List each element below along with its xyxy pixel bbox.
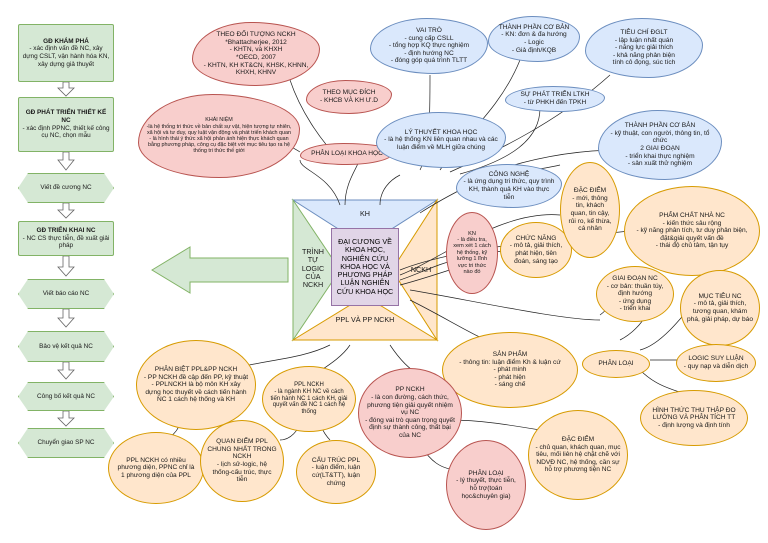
- node-san-pham: SẢN PHẨM - thông tin: luận điểm Kh & luậ…: [442, 332, 578, 408]
- node-text: CHỨC NĂNG - mô tả, giải thích, phát hiện…: [509, 234, 563, 265]
- node-phan-loai-nckh: PHÂN LOẠI: [582, 350, 650, 378]
- flow-step-body: - NC CS thực tiễn, đề xuất giải pháp: [22, 234, 110, 250]
- node-text: THÀNH PHẦN CƠ BẢN - KN: đơn & đa hướng -…: [498, 23, 570, 54]
- flow-step-title: Viết báo cáo NC: [42, 290, 90, 298]
- node-su-phat-trien: SỰ PHÁT TRIỂN LTKH - từ PHKH đến TPKH: [505, 86, 605, 112]
- node-vai-tro: VAI TRÒ - cung cấp CSLL - tổng hợp KQ th…: [370, 18, 488, 74]
- node-text: PPL NCKH - là ngành KH NC về cách tiến h…: [270, 381, 348, 416]
- node-text: VAI TRÒ - cung cấp CSLL - tổng hợp KQ th…: [388, 27, 470, 65]
- node-text: PPL NCKH có nhiều phương diện, PPNC chỉ …: [117, 456, 195, 479]
- node-text: THEO MỤC ĐÍCH - KHCB VÀ KH Ư.D: [319, 89, 379, 104]
- node-text: GIAI ĐOẠN NC - cơ bản: thuần túy, định h…: [606, 275, 664, 313]
- node-pham-chat: PHẨM CHẤT NHÀ NC - kiến thức sâu rộng - …: [624, 186, 760, 276]
- node-cau-truc: CẤU TRÚC PPL - luận điểm, luận cứ(LT&TT)…: [296, 440, 376, 504]
- node-text: THEO ĐỐI TƯỢNG NCKH *Bhattacherjee, 2012…: [203, 31, 309, 77]
- flow-step-bao-ve: Bảo vệ kết quả NC: [18, 331, 114, 362]
- flow-step-kham-pha: GĐ KHÁM PHÁ - xác định vấn đề NC, xây dự…: [18, 24, 114, 82]
- node-text: QUAN ĐIỂM PPL CHUNG NHẤT TRONG NCKH - lị…: [207, 438, 277, 484]
- node-thanh-phan-co-ban: THÀNH PHẦN CƠ BẢN - KN: đơn & đa hướng -…: [488, 16, 580, 62]
- flow-step-title: GĐ KHÁM PHÁ: [43, 37, 89, 45]
- node-tieu-chi: TIÊU CHÍ ĐGLT - lập luận nhất quán - năn…: [585, 18, 703, 78]
- flow-step-de-cuong: Viết đề cương NC: [18, 173, 114, 203]
- flow-step-trien-khai: GĐ TRIỂN KHAI NC - NC CS thực tiễn, đề x…: [18, 221, 114, 256]
- flow-step-title: Viết đề cương NC: [40, 184, 92, 192]
- label-nckh: NCKH: [410, 265, 432, 274]
- node-text: SẢN PHẨM - thông tin: luận điểm Kh & luậ…: [459, 351, 561, 389]
- node-logic-suy-luan: LOGIC SUY LUẬN - quy nạp và diễn dịch: [676, 344, 756, 382]
- center-topic: ĐẠI CƯƠNG VỀ KHOA HỌC, NGHIÊN CỨU KHOA H…: [331, 228, 399, 306]
- flow-step-title: Bảo vệ kết quả NC: [39, 342, 93, 350]
- label-kh: KH: [360, 209, 370, 218]
- node-text: SỰ PHÁT TRIỂN LTKH - từ PHKH đến TPKH: [520, 91, 590, 106]
- node-quan-diem: QUAN ĐIỂM PPL CHUNG NHẤT TRONG NCKH - lị…: [200, 420, 284, 502]
- node-ly-thuyet: LÝ THUYẾT KHOA HỌC - là hệ thống KN liên…: [376, 112, 506, 168]
- center-topic-text: ĐẠI CƯƠNG VỀ KHOA HỌC, NGHIÊN CỨU KHOA H…: [336, 237, 394, 296]
- label-ppl: PPL VÀ PP NCKH: [335, 315, 395, 324]
- node-text: PHÂN BIỆT PPL&PP NCKH - PP NCKH đề cập đ…: [143, 366, 249, 404]
- node-text: THÀNH PHẦN CƠ BẢN - kỹ thuật, con người,…: [610, 122, 710, 168]
- node-text: PHẨM CHẤT NHÀ NC - kiến thức sâu rộng - …: [636, 212, 748, 250]
- node-pp-nckh: PP NCKH - là con đường, cách thức, phươn…: [358, 368, 462, 458]
- node-text: MỤC TIÊU NC - mô tả, giải thích, tương q…: [687, 292, 754, 323]
- node-text: PP NCKH - là con đường, cách thức, phươn…: [365, 386, 455, 439]
- node-text: LOGIC SUY LUẬN - quy nạp và diễn dịch: [683, 355, 749, 370]
- nckh-triangle: [391, 198, 438, 342]
- node-text: PHÂN LOẠI - lý thuyết, thực tiễn, hỗ trợ…: [456, 469, 516, 500]
- node-ppl-nhieu-phuong-dien: PPL NCKH có nhiều phương diện, PPNC chỉ …: [108, 432, 204, 504]
- node-ppl-nckh: PPL NCKH - là ngành KH NC về cách tiến h…: [262, 366, 356, 432]
- flow-step-title: Công bố kết quả NC: [37, 392, 95, 400]
- node-phan-biet: PHÂN BIỆT PPL&PP NCKH - PP NCKH đề cập đ…: [136, 340, 256, 430]
- node-khai-niem: KHÁI NIỆM -là hệ thống tri thức về bản c…: [138, 94, 300, 178]
- node-text: LÝ THUYẾT KHOA HỌC - là hệ thống KN liên…: [384, 128, 498, 151]
- node-text: PHÂN LOẠI KHOA HỌC: [311, 150, 383, 158]
- flow-step-chuyen-giao: Chuyển giao SP NC: [18, 428, 114, 458]
- flow-step-cong-bo: Công bố kết quả NC: [18, 382, 114, 411]
- flow-step-phat-trien: GĐ PHÁT TRIỂN THIẾT KẾ NC - xác định PPN…: [18, 97, 114, 152]
- flow-step-body: - xác định PPNC, thiết kế công cụ NC, ch…: [22, 124, 110, 140]
- node-text: ĐẶC ĐIỂM - chủ quan, khách quan, mục tiê…: [535, 436, 621, 474]
- node-phan-loai-pp: PHÂN LOẠI - lý thuyết, thực tiễn, hỗ trợ…: [446, 440, 526, 530]
- kh-triangle: [291, 199, 439, 247]
- node-dac-diem-pp: ĐẶC ĐIỂM - chủ quan, khách quan, mục tiê…: [528, 410, 628, 500]
- node-giai-doan: GIAI ĐOẠN NC - cơ bản: thuần túy, định h…: [596, 266, 674, 322]
- big-left-arrow: [151, 246, 289, 294]
- node-text: KHÁI NIỆM -là hệ thống tri thức về bản c…: [146, 117, 292, 155]
- node-dac-diem-nckh: ĐẶC ĐIỂM - mới, thông tin, khách quan, t…: [560, 162, 620, 258]
- flow-step-title: Chuyển giao SP NC: [37, 439, 95, 447]
- node-text: TIÊU CHÍ ĐGLT - lập luận nhất quán - năn…: [612, 29, 676, 67]
- node-text: CÔNG NGHỆ - là ứng dụng tri thức, quy tr…: [463, 170, 555, 201]
- node-chuc-nang: CHỨC NĂNG - mô tả, giải thích, phát hiện…: [500, 222, 572, 278]
- node-hinh-thuc: HÌNH THỨC THU THẬP ĐO LƯỜNG VÀ PHÂN TÍCH…: [640, 390, 748, 446]
- node-kn: KN - là điều tra, xem xét 1 cách hệ thốn…: [446, 212, 498, 294]
- flow-step-title: GĐ TRIỂN KHAI NC: [36, 227, 96, 235]
- node-cong-nghe: CÔNG NGHỆ - là ứng dụng tri thức, quy tr…: [456, 164, 562, 208]
- flow-step-title: GĐ PHÁT TRIỂN THIẾT KẾ NC: [25, 109, 107, 124]
- node-text: PHÂN LOẠI: [598, 360, 634, 368]
- label-trinh-tu: TRÌNH TỰ LOGIC CỦA NCKH: [301, 247, 325, 290]
- flow-arrows: [57, 81, 75, 427]
- node-text: HÌNH THỨC THU THẬP ĐO LƯỜNG VÀ PHÂN TÍCH…: [652, 406, 736, 429]
- node-text: CẤU TRÚC PPL - luận điểm, luận cứ(LT&TT)…: [311, 456, 361, 487]
- node-theo-doi-tuong: THEO ĐỐI TƯỢNG NCKH *Bhattacherjee, 2012…: [192, 22, 320, 86]
- node-muc-tieu: MỤC TIÊU NC - mô tả, giải thích, tương q…: [680, 270, 760, 346]
- node-text: KN - là điều tra, xem xét 1 cách hệ thốn…: [453, 230, 491, 276]
- node-theo-muc-dich: THEO MỤC ĐÍCH - KHCB VÀ KH Ư.D: [306, 80, 392, 114]
- flow-step-bao-cao: Viết báo cáo NC: [18, 279, 114, 309]
- node-thanh-phan-co-ban-2: THÀNH PHẦN CƠ BẢN - kỹ thuật, con người,…: [598, 110, 722, 180]
- flow-step-body: - xác định vấn đề NC, xây dựng CSLT, vận…: [22, 45, 110, 68]
- logic-triangle: [292, 198, 341, 342]
- ppl-triangle: [291, 295, 439, 341]
- node-text: ĐẶC ĐIỂM - mới, thông tin, khách quan, t…: [568, 187, 612, 233]
